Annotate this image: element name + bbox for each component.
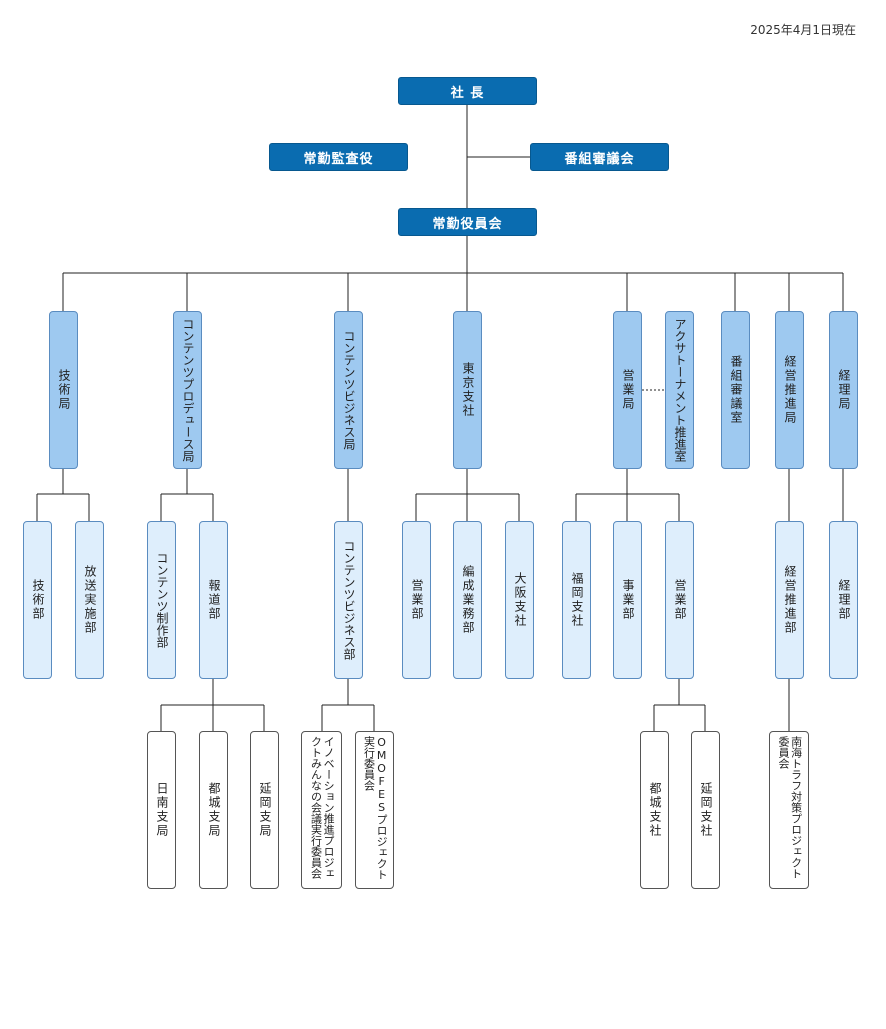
committee-innovation: イノベーション推進プロジェクトみんなの会議実行委員会 [301, 731, 342, 889]
bureau-content-produce: コンテンツプロデュース局 [173, 311, 202, 469]
as-of-date: 2025年4月1日現在 [750, 23, 856, 37]
branch-nobeoka-kyoku: 延岡支局 [250, 731, 279, 889]
auditor-box: 常勤監査役 [269, 143, 408, 171]
branch-miyakonojo-shisha: 都城支社 [640, 731, 669, 889]
bureau-gijutsu: 技術局 [49, 311, 78, 469]
bureau-tokyo: 東京支社 [453, 311, 482, 469]
president-box: 社 長 [398, 77, 537, 105]
dept-content-seisaku: コンテンツ制作部 [147, 521, 176, 679]
branch-miyakonojo-kyoku: 都城支局 [199, 731, 228, 889]
council-box: 番組審議会 [530, 143, 669, 171]
dept-osaka: 大阪支社 [505, 521, 534, 679]
dept-gijutsu: 技術部 [23, 521, 52, 679]
dept-keiri: 経理部 [829, 521, 858, 679]
dept-keiei: 経営推進部 [775, 521, 804, 679]
dept-hoso: 放送実施部 [75, 521, 104, 679]
dept-content-business: コンテンツビジネス部 [334, 521, 363, 679]
branch-nichinan: 日南支局 [147, 731, 176, 889]
bureau-keiri: 経理局 [829, 311, 858, 469]
dept-tokyo-eigyo: 営業部 [402, 521, 431, 679]
bureau-content-business: コンテンツビジネス局 [334, 311, 363, 469]
dept-fukuoka: 福岡支社 [562, 521, 591, 679]
dept-henseigyomu: 編成業務部 [453, 521, 482, 679]
dept-eigyo: 営業部 [665, 521, 694, 679]
branch-nobeoka-shisha: 延岡支社 [691, 731, 720, 889]
bureau-tournament-office: アクサトーナメント推進室 [665, 311, 694, 469]
committee-nankai-trough: 南海トラフ対策プロジェクト委員会 [769, 731, 809, 889]
dept-jigyo: 事業部 [613, 521, 642, 679]
dept-hodo: 報道部 [199, 521, 228, 679]
committee-omofes: OMOFESプロジェクト実行委員会 [355, 731, 394, 889]
bureau-eigyo: 営業局 [613, 311, 642, 469]
executive-board-box: 常勤役員会 [398, 208, 537, 236]
bureau-keiei: 経営推進局 [775, 311, 804, 469]
bureau-bangumi: 番組審議室 [721, 311, 750, 469]
